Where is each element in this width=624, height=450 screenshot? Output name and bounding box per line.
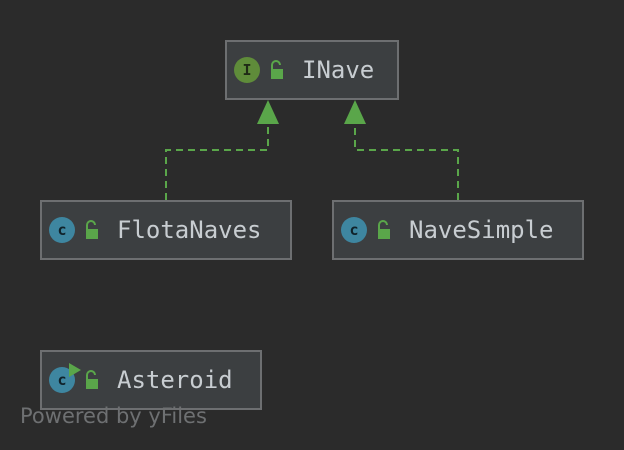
class-icon: c	[341, 217, 367, 243]
interface-icon: I	[234, 57, 260, 83]
badge-letter: c	[349, 221, 359, 239]
arrowhead-icon	[257, 100, 279, 124]
node-inave[interactable]: I INave	[225, 40, 399, 100]
unlocked-icon	[271, 60, 283, 79]
class-icon: c	[49, 217, 75, 243]
run-triangle-icon	[69, 363, 81, 377]
node-label: Asteroid	[117, 366, 233, 394]
node-flotanaves[interactable]: c FlotaNaves	[40, 200, 292, 260]
edge-flotanaves-implements-inave	[165, 100, 279, 200]
node-label: INave	[302, 56, 375, 84]
node-label: NaveSimple	[409, 216, 554, 244]
node-label: FlotaNaves	[117, 216, 262, 244]
node-navesimple[interactable]: c NaveSimple	[332, 200, 584, 260]
node-asteroid[interactable]: c Asteroid	[40, 350, 262, 410]
badge-letter: c	[57, 221, 67, 239]
unlocked-icon	[378, 220, 390, 239]
runnable-class-icon: c	[49, 363, 81, 393]
arrowhead-icon	[344, 100, 366, 124]
unlocked-icon	[86, 220, 98, 239]
badge-letter: c	[57, 371, 67, 389]
badge-letter: I	[242, 61, 252, 79]
unlocked-icon	[86, 370, 98, 389]
watermark: Powered by yFiles	[20, 404, 207, 428]
edge-navesimple-implements-inave	[344, 100, 459, 200]
